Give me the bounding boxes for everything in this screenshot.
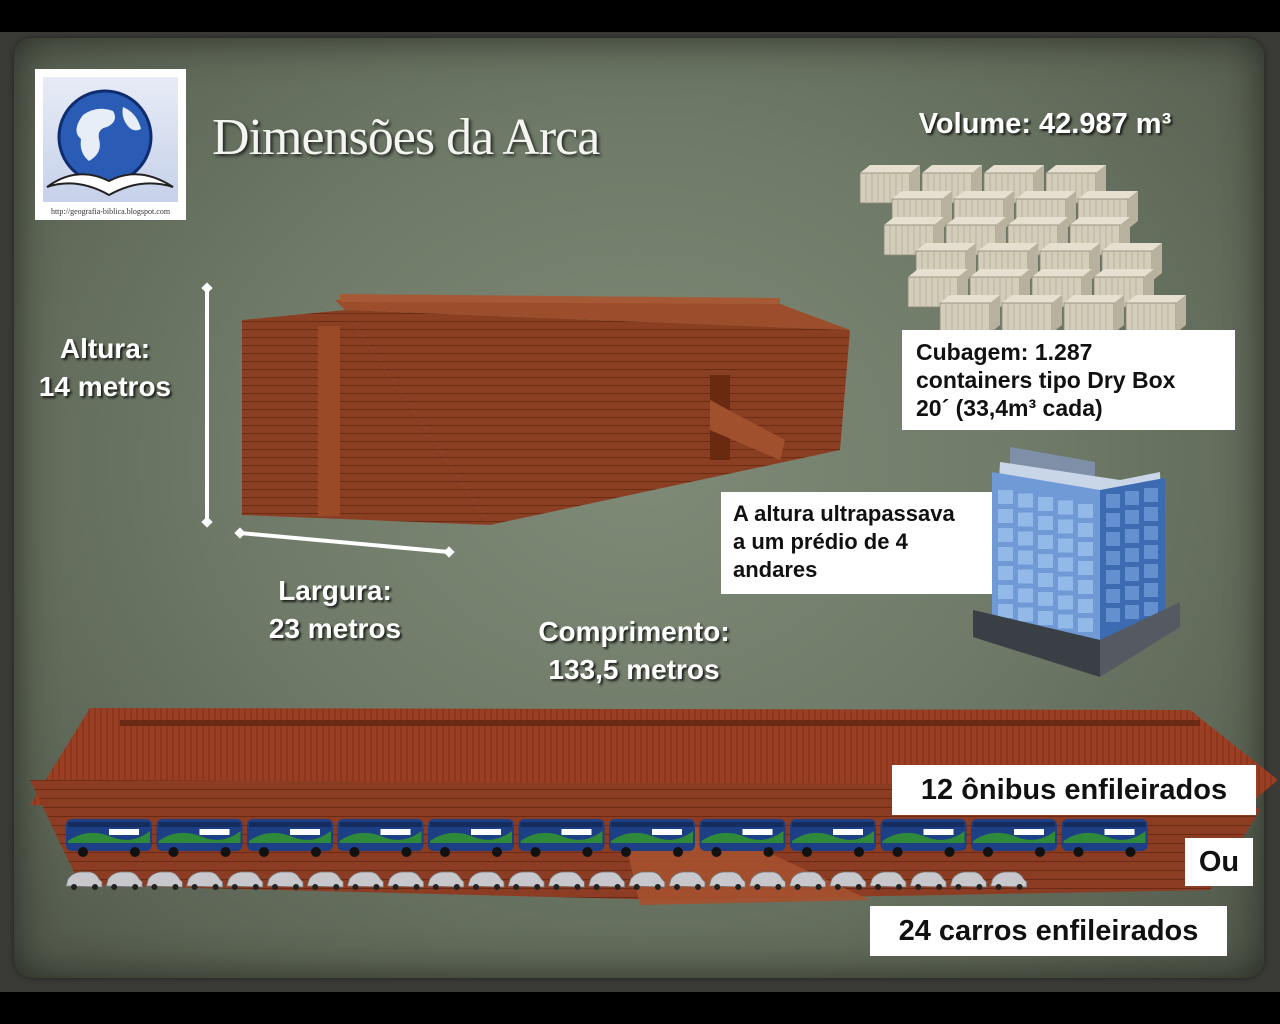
- car-icon: [990, 871, 1027, 890]
- bus-icon: [66, 819, 152, 857]
- container-icon: [1063, 295, 1124, 334]
- building-note-line-3: andares: [733, 557, 818, 582]
- car-icon: [266, 871, 304, 890]
- car-icon: [588, 871, 625, 890]
- car-icon: [65, 871, 103, 890]
- car-icon: [507, 871, 545, 890]
- logo: http://geografia-biblica.blogspot.com: [35, 69, 186, 220]
- car-icon: [346, 871, 384, 890]
- cars-row: [65, 871, 1027, 890]
- logo-image: [43, 77, 178, 202]
- bus-icon: [156, 819, 243, 857]
- car-icon: [668, 871, 706, 890]
- height-label-line-2: 14 metros: [38, 371, 172, 402]
- volume-label: Volume: 42.987 m³: [918, 108, 1172, 140]
- bus-icon: [428, 819, 514, 857]
- car-icon: [306, 871, 344, 890]
- building-note-line-1: A altura ultrapassava: [733, 501, 955, 526]
- containers-illustration: [859, 165, 1186, 334]
- building-icon: [973, 447, 1180, 677]
- car-icon: [226, 871, 264, 890]
- container-icon: [1001, 295, 1062, 334]
- car-icon: [708, 871, 746, 890]
- width-label: Largura: 23 metros: [245, 572, 425, 648]
- car-icon: [427, 871, 465, 890]
- bus-icon: [518, 819, 605, 857]
- logo-url: http://geografia-biblica.blogspot.com: [50, 207, 171, 216]
- width-label-line-1: Largura:: [278, 575, 392, 606]
- bus-icon: [609, 819, 695, 857]
- container-icon: [1125, 295, 1186, 334]
- car-icon: [145, 871, 183, 890]
- length-label: Comprimento: 133,5 metros: [520, 613, 748, 689]
- car-icon: [909, 871, 947, 890]
- car-icon: [467, 871, 505, 890]
- buses-label: 12 ônibus enfileirados: [892, 765, 1256, 815]
- car-icon: [949, 871, 987, 890]
- car-icon: [628, 871, 666, 890]
- car-icon: [387, 871, 425, 890]
- ark-3d-illustration: [242, 294, 850, 525]
- buses-row: [66, 819, 1148, 857]
- globe-book-icon: [46, 89, 174, 197]
- height-label-line-1: Altura:: [59, 333, 151, 364]
- cars-label: 24 carros enfileirados: [870, 906, 1227, 956]
- width-label-line-2: 23 metros: [268, 613, 402, 644]
- car-icon: [186, 871, 223, 890]
- car-icon: [789, 871, 826, 890]
- height-label: Altura: 14 metros: [20, 330, 190, 406]
- building-note-box: A altura ultrapassava a um prédio de 4 a…: [721, 492, 993, 594]
- bus-icon: [790, 819, 876, 857]
- car-icon: [105, 871, 143, 890]
- cubage-line-1: Cubagem: 1.287: [916, 339, 1093, 365]
- car-icon: [547, 871, 585, 890]
- car-icon: [869, 871, 907, 890]
- bus-icon: [337, 819, 424, 857]
- car-icon: [829, 871, 867, 890]
- bus-icon: [247, 819, 333, 857]
- bus-icon: [880, 819, 967, 857]
- or-label: Ou: [1185, 838, 1253, 886]
- building-note-line-2: a um prédio de 4: [733, 529, 908, 554]
- cubage-line-2: containers tipo Dry Box: [916, 367, 1176, 393]
- length-label-line-2: 133,5 metros: [548, 654, 720, 685]
- cubage-box: Cubagem: 1.287 containers tipo Dry Box 2…: [902, 330, 1235, 430]
- cubage-line-3: 20´ (33,4m³ cada): [916, 395, 1103, 421]
- bus-icon: [1061, 819, 1148, 857]
- container-icon: [939, 295, 1000, 334]
- car-icon: [748, 871, 786, 890]
- bus-icon: [971, 819, 1057, 857]
- length-label-line-1: Comprimento:: [538, 616, 730, 647]
- bus-icon: [699, 819, 786, 857]
- page-title: Dimensões da Arca: [212, 109, 600, 166]
